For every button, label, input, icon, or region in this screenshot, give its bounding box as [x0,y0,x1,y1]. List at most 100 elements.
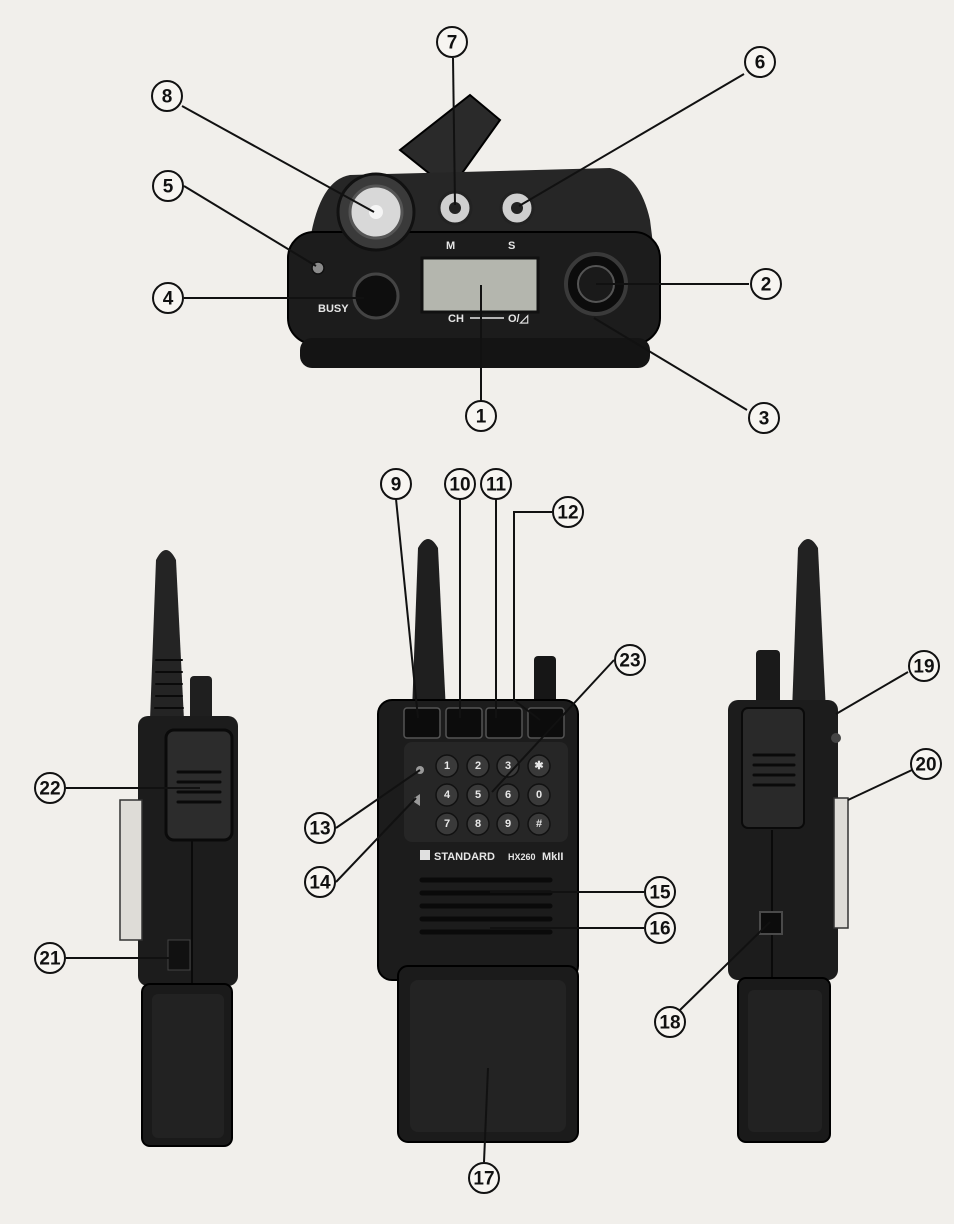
svg-text:20: 20 [915,755,936,776]
callout-3: 3 [748,402,780,434]
svg-text:23: 23 [619,651,640,672]
svg-text:2: 2 [761,275,772,296]
busy-label: BUSY [318,303,349,315]
m-label: M [446,240,455,252]
callout-4: 4 [152,282,184,314]
leader-3 [593,317,748,411]
svg-text:3: 3 [759,409,770,430]
callout-1: 1 [465,400,497,432]
callout-9: 9 [380,468,412,500]
callout-14: 14 [304,866,336,898]
antenna-connector-center [369,205,383,219]
svg-text:16: 16 [649,919,670,940]
leader-7 [452,57,456,206]
svg-text:6: 6 [755,53,766,74]
battery-release [167,939,191,971]
key-5 [466,783,490,807]
right-side-grip [752,753,796,787]
left-antenna [150,550,184,720]
svg-text:7: 7 [447,33,458,54]
callout-11: 11 [480,468,512,500]
brand-name: STANDARD [434,851,495,863]
callout-12: 12 [552,496,584,528]
leader-13 [335,769,421,829]
svg-text:18: 18 [659,1013,680,1034]
left-knob [190,676,212,720]
callout-18: 18 [654,1006,686,1038]
left-belt-clip [119,799,143,941]
callout-16: 16 [644,912,676,944]
brand-logo-icon [420,850,430,860]
front-battery-face [410,980,566,1132]
left-battery-face [152,994,224,1138]
callout-17: 17 [468,1162,500,1194]
key-7 [435,812,459,836]
svg-text:21: 21 [39,949,61,970]
leader-9 [395,498,419,719]
callout-20: 20 [910,748,942,780]
key-4 [435,783,459,807]
key-star [527,754,551,778]
callout-6: 6 [744,46,776,78]
left-side-view [119,550,238,1147]
svg-text:4: 4 [163,289,174,310]
key-3 [496,754,520,778]
callout-23: 23 [614,644,646,676]
ext-dc-jack [759,911,783,935]
key-star-label: ✱ [534,760,543,772]
callout-2: 2 [750,268,782,300]
right-antenna [792,539,826,712]
key-5-label: 5 [475,789,481,801]
volume-icon [414,794,420,806]
svg-text:12: 12 [557,503,578,524]
speaker-grille [419,877,553,935]
leader-6 [518,73,745,207]
key-4-label: 4 [444,789,451,801]
leader-8 [181,105,375,213]
s-label: S [508,240,515,252]
leader-20 [847,769,913,801]
key-2-label: 2 [475,760,481,772]
model-name: HX260 [508,852,536,862]
callout-21: 21 [34,942,66,974]
ch16-button [485,707,523,739]
key-1 [435,754,459,778]
right-side-view [728,539,849,1143]
model-suffix: MkII [542,851,563,863]
front-knob [534,656,556,706]
callout-22: 22 [34,772,66,804]
clip-screw [831,733,841,743]
callout-7: 7 [436,26,468,58]
svg-text:17: 17 [473,1169,494,1190]
leader-19 [835,671,909,715]
key-6 [496,783,520,807]
svg-text:14: 14 [309,873,331,894]
right-knob [756,650,780,704]
ptt-button [164,728,234,842]
svg-text:5: 5 [163,177,174,198]
key-1-label: 1 [444,760,450,772]
callout-8: 8 [151,80,183,112]
key-7-label: 7 [444,818,450,830]
svg-text:11: 11 [486,475,507,496]
top-view: M S BUSY CH O/◿ [287,93,661,368]
right-battery-face [748,990,822,1132]
key-0-label: 0 [536,789,542,801]
scan-button [403,707,441,739]
power-symbol: O/◿ [508,313,529,325]
keypad: 1 2 3 ✱ 4 5 6 0 7 8 9 # [435,754,551,836]
leader-lines [66,57,913,1163]
key-3-label: 3 [505,760,511,772]
key-8 [466,812,490,836]
svg-text:9: 9 [391,475,402,496]
key-2 [466,754,490,778]
svg-text:13: 13 [309,819,330,840]
key-9 [496,812,520,836]
svg-text:19: 19 [913,657,934,678]
left-antenna-rings [154,659,184,709]
right-belt-clip [833,797,849,929]
svg-text:15: 15 [649,883,671,904]
svg-text:22: 22 [39,779,60,800]
